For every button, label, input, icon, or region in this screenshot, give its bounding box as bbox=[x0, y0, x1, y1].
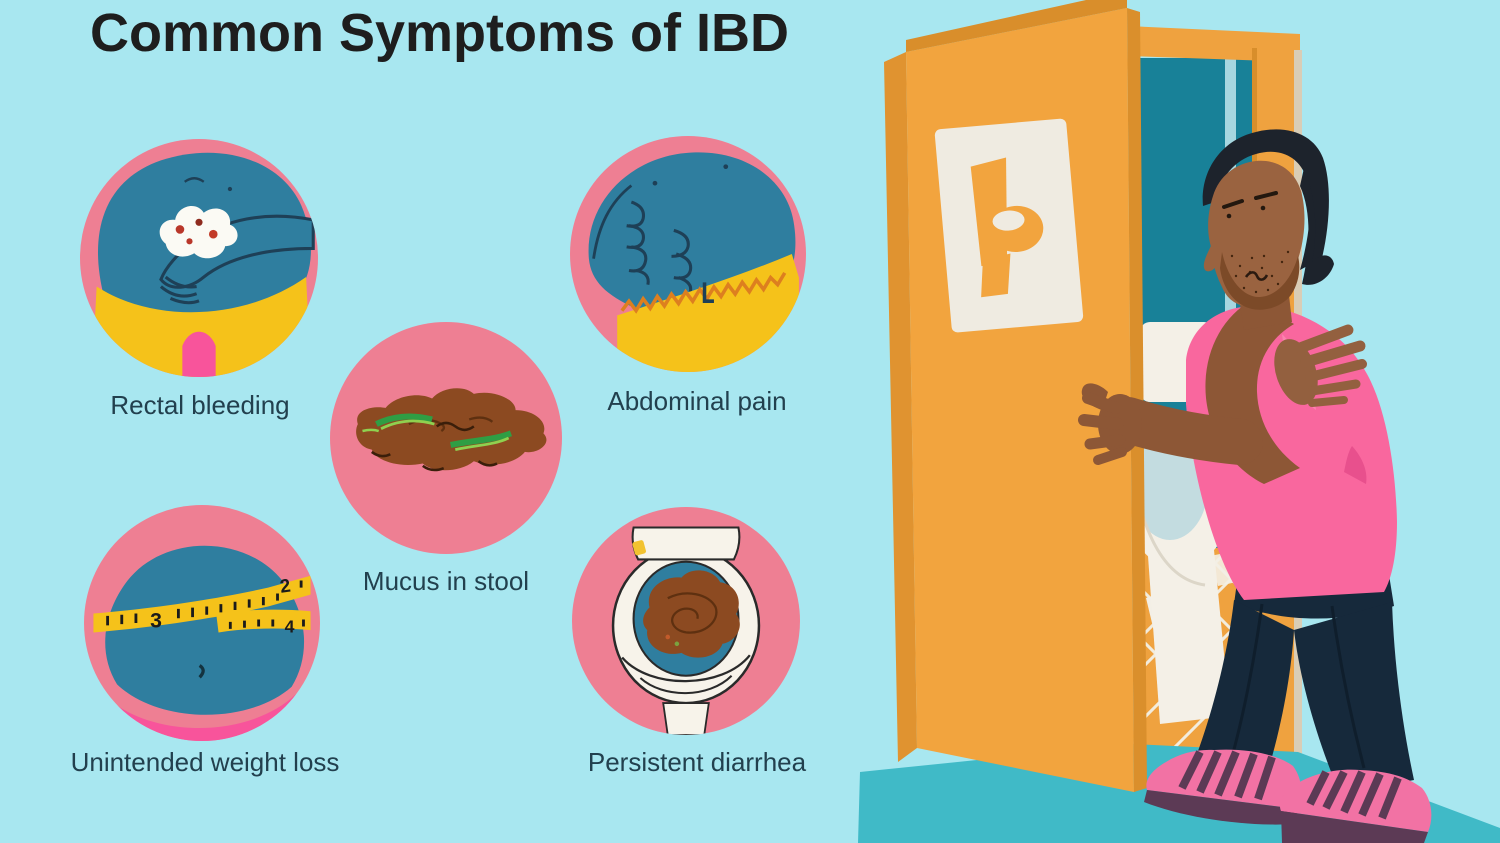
man-head bbox=[1202, 129, 1334, 330]
symptom-label-rectal-bleeding: Rectal bleeding bbox=[110, 390, 290, 420]
symptom-label-weight-loss: Unintended weight loss bbox=[70, 747, 340, 777]
symptom-circle-mucus-in-stool bbox=[330, 322, 562, 554]
hand-on-door bbox=[1078, 383, 1142, 465]
page-title: Common Symptoms of IBD bbox=[90, 3, 790, 63]
symptom-circle-persistent-diarrhea bbox=[572, 507, 800, 735]
symptom-circle-abdominal-pain bbox=[570, 136, 806, 372]
man-shoes bbox=[1144, 749, 1432, 843]
tape-number-3: 3 bbox=[150, 609, 162, 633]
beard-stubble bbox=[1230, 250, 1290, 294]
abdominal-pain-illustration bbox=[588, 152, 799, 372]
symptom-circle-rectal-bleeding bbox=[80, 139, 318, 377]
measuring-tape-illustration: 3 2 4 bbox=[93, 545, 311, 741]
toilet-sign bbox=[934, 118, 1084, 333]
symptom-circle-weight-loss: 3 2 4 bbox=[84, 505, 320, 741]
tape-number-4: 4 bbox=[285, 616, 295, 636]
symptom-label-abdominal-pain: Abdominal pain bbox=[607, 386, 787, 416]
symptom-label-mucus-in-stool: Mucus in stool bbox=[362, 566, 530, 596]
tape-number-2: 2 bbox=[279, 575, 292, 597]
man-legs bbox=[1190, 556, 1414, 794]
toilet-icon bbox=[970, 157, 1044, 298]
hand-on-stomach bbox=[1274, 324, 1367, 407]
rectal-bleeding-illustration bbox=[91, 152, 315, 377]
man-arms bbox=[1078, 300, 1367, 484]
symptom-label-persistent-diarrhea: Persistent diarrhea bbox=[587, 747, 807, 777]
mucus-in-stool-illustration bbox=[356, 388, 547, 472]
toilet-bowl-illustration bbox=[611, 526, 761, 735]
bathroom-door bbox=[884, 0, 1147, 792]
man-illustration bbox=[1078, 129, 1432, 843]
